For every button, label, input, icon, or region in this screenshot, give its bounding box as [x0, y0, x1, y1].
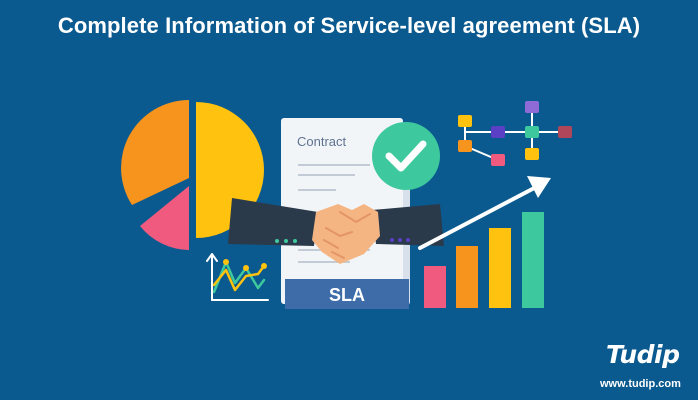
- sla-banner: SLA: [285, 279, 409, 309]
- trend-arrow-icon: [418, 176, 551, 250]
- network-diagram-icon: [458, 101, 572, 166]
- checkmark-icon: [372, 122, 440, 190]
- contract-heading: Contract: [297, 134, 347, 149]
- line-chart-icon: [206, 253, 269, 301]
- tudip-logo: Tudip: [606, 340, 680, 369]
- bar-chart-icon: [424, 212, 544, 308]
- website-url: www.tudip.com: [600, 378, 681, 390]
- page-title: Complete Information of Service-level ag…: [57, 13, 641, 38]
- handshake-icon: [228, 198, 444, 264]
- sla-label: SLA: [329, 285, 365, 305]
